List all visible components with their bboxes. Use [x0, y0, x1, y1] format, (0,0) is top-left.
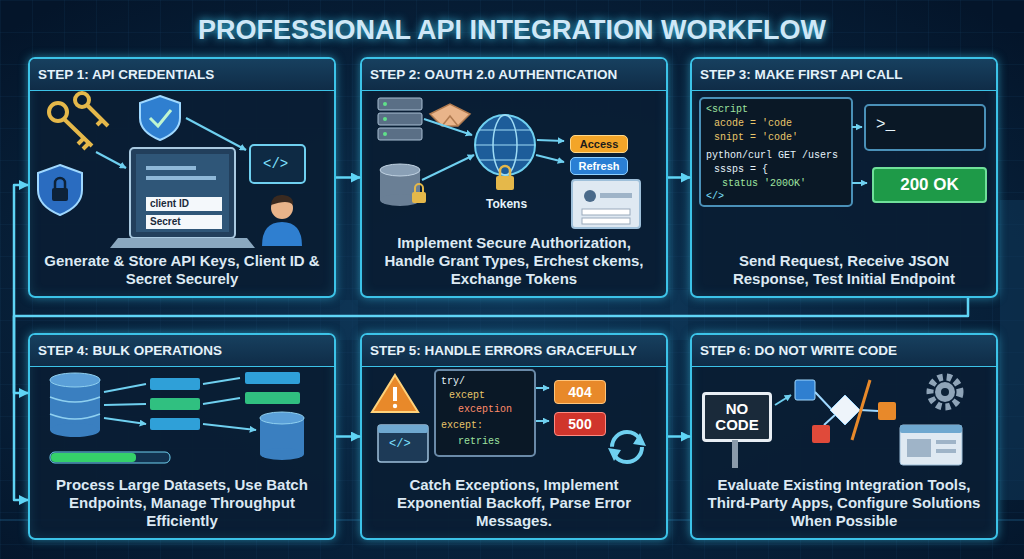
step-box: STEP 4: BULK OPERATIONS Process Large Dat… — [28, 333, 336, 540]
status-box: 200 OK — [872, 167, 987, 203]
step-box: STEP 1: API CREDENTIALS Generate & Store … — [28, 57, 336, 298]
node-text: NO CODE — [705, 401, 769, 433]
illustration-label: Secret — [150, 216, 181, 228]
code-text: try/ — [441, 376, 465, 388]
flow-connector — [336, 176, 360, 179]
error-code-box: 404 — [554, 380, 606, 404]
code-text: >_ — [876, 116, 895, 134]
step-heading: STEP 4: BULK OPERATIONS — [30, 335, 334, 367]
diagram-title: PROFESSIONAL API INTEGRATION WORKFLOW — [0, 15, 1024, 46]
token-pill: Access — [570, 135, 628, 153]
step-description: Process Large Datasets, Use Batch Endpoi… — [40, 476, 324, 530]
token-pill: Refresh — [570, 157, 628, 175]
code-text: </> — [706, 191, 724, 203]
step-description: Catch Exceptions, Implement Exponential … — [372, 476, 656, 530]
building — [340, 300, 358, 340]
node-text: 500 — [568, 416, 591, 432]
node-text: Access — [580, 138, 619, 150]
no-code-sign: NO CODE — [702, 392, 772, 442]
step-heading: STEP 5: HANDLE ERRORS GRACEFULLY — [362, 335, 666, 367]
node-text: 200 OK — [900, 175, 959, 195]
building — [670, 290, 688, 340]
code-text: exception — [458, 404, 512, 416]
step-box: STEP 6: DO NOT WRITE CODE Evaluate Existi… — [690, 333, 998, 540]
code-text: <script — [706, 104, 748, 116]
step-heading: STEP 1: API CREDENTIALS — [30, 59, 334, 91]
node-text: Refresh — [579, 160, 620, 172]
node-text: 404 — [568, 384, 591, 400]
code-text: snipt = 'code' — [714, 132, 798, 144]
flow-connector — [336, 435, 360, 438]
step-heading: STEP 6: DO NOT WRITE CODE — [692, 335, 996, 367]
code-text: </> — [263, 156, 288, 172]
code-text: status '200OK' — [722, 178, 806, 190]
code-text: except: — [441, 420, 483, 432]
step-description: Send Request, Receive JSON Response, Tes… — [702, 252, 986, 288]
step-box: STEP 2: OAUTH 2.0 AUTHENTICATION Implemen… — [360, 57, 668, 298]
step-box: STEP 3: MAKE FIRST API CALL Send Request,… — [690, 57, 998, 298]
building — [1000, 200, 1024, 500]
step-description: Evaluate Existing Integration Tools, Thi… — [702, 476, 986, 530]
code-text: except — [449, 390, 485, 402]
flow-connector — [14, 185, 28, 500]
code-text: sssps = { — [714, 164, 768, 176]
step-description: Generate & Store API Keys, Client ID & S… — [40, 252, 324, 288]
code-text: </> — [389, 438, 411, 452]
code-text: acode = 'code — [714, 118, 792, 130]
step-heading: STEP 3: MAKE FIRST API CALL — [692, 59, 996, 91]
step-heading: STEP 2: OAUTH 2.0 AUTHENTICATION — [362, 59, 666, 91]
illustration-label: client ID — [150, 198, 189, 210]
flow-connector — [668, 176, 690, 179]
flow-connector — [668, 435, 690, 438]
error-code-box: 500 — [554, 412, 606, 436]
code-text: retries — [458, 436, 500, 448]
step-box: STEP 5: HANDLE ERRORS GRACEFULLY Catch Ex… — [360, 333, 668, 540]
illustration-label: Tokens — [486, 198, 527, 212]
step-description: Implement Secure Authorization, Handle G… — [372, 234, 656, 288]
code-text: python/curl GET /users — [706, 150, 838, 162]
